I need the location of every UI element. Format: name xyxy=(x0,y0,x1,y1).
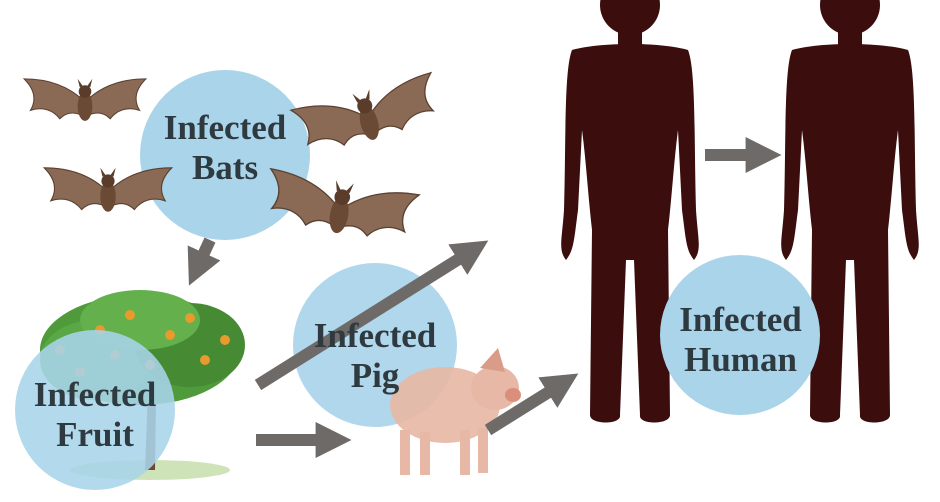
human-label-line2: Human xyxy=(663,340,818,380)
bats-label-line1: Infected xyxy=(150,108,300,148)
bat-icon xyxy=(24,79,146,121)
bat-icon xyxy=(291,73,444,159)
bats-label-line2: Bats xyxy=(150,148,300,188)
fruit-label: Infected Fruit xyxy=(20,375,170,455)
pig-label: Infected Pig xyxy=(300,316,450,396)
human-label: Infected Human xyxy=(663,300,818,380)
bats-label: Infected Bats xyxy=(150,108,300,188)
human-label-line1: Infected xyxy=(663,300,818,340)
fruit-label-line1: Infected xyxy=(20,375,170,415)
pig-label-line1: Infected xyxy=(300,316,450,356)
arrow-bats-to-fruit xyxy=(198,240,210,266)
pig-label-line2: Pig xyxy=(300,356,450,396)
fruit-label-line2: Fruit xyxy=(20,415,170,455)
